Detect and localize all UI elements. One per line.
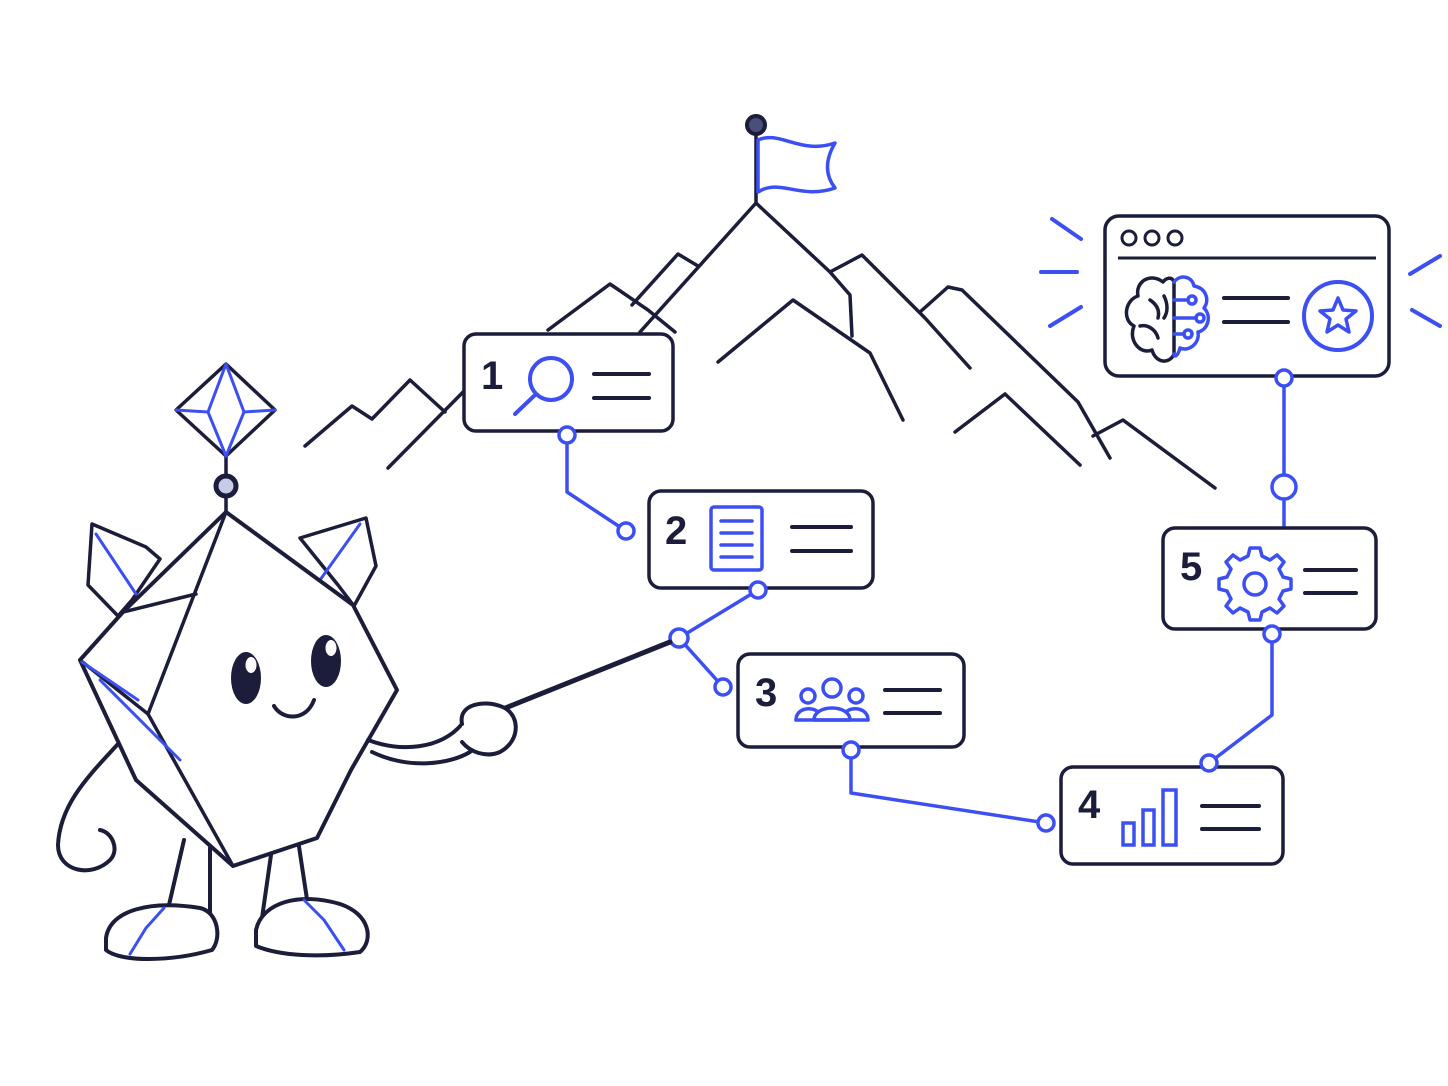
star-badge-icon <box>1302 280 1374 352</box>
step-card-5: 5 <box>1161 526 1378 631</box>
sparkle-lines <box>1039 217 1442 328</box>
step-card-4: 4 <box>1059 765 1285 866</box>
bar-chart-icon <box>1121 788 1178 847</box>
step-number: 2 <box>665 509 687 553</box>
step-number: 4 <box>1078 783 1101 827</box>
goal-panel <box>1039 214 1442 378</box>
document-icon <box>709 505 764 572</box>
brain-circuit-icon <box>1124 275 1210 363</box>
magnifier-icon <box>513 356 574 416</box>
step-card-3: 3 <box>736 652 966 749</box>
step-number: 3 <box>755 671 777 715</box>
step-number: 5 <box>1180 545 1202 589</box>
step-card-1: 1 <box>462 332 675 433</box>
step-card-2: 2 <box>647 489 875 590</box>
mountain-range <box>303 201 1217 490</box>
step-number: 1 <box>481 354 503 398</box>
team-icon <box>794 677 870 722</box>
connector-nodes <box>557 368 1298 833</box>
gear-icon <box>1217 546 1293 622</box>
crystal-mascot-icon <box>56 362 673 961</box>
flag-icon <box>745 114 837 205</box>
